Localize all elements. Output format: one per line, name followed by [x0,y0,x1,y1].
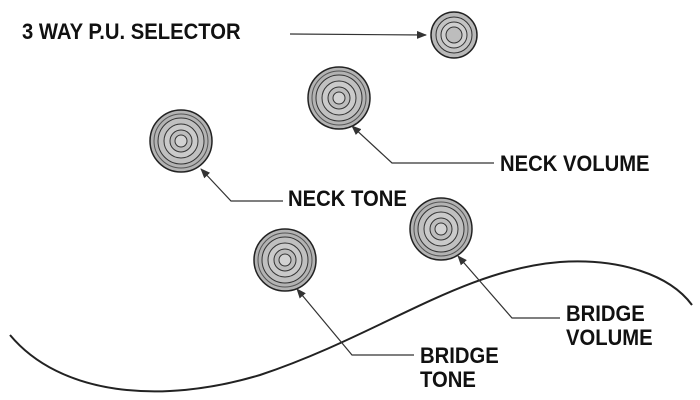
bridge-volume-leader-arrow [457,255,560,319]
bridge-tone-knob[interactable] [253,228,317,292]
neck-volume-leader-arrow [351,125,494,164]
neck-tone-knob[interactable] [149,109,213,173]
bridge-volume-label: BRIDGE VOLUME [566,302,653,350]
neck-volume-label: NECK VOLUME [500,152,650,176]
neck-tone-label-text: NECK TONE [288,186,407,211]
neck-tone-label: NECK TONE [288,187,407,211]
bridge-tone-label-line2: TONE [420,367,476,392]
selector-label-text: 3 WAY P.U. SELECTOR [22,19,241,44]
bridge-volume-knob[interactable] [409,197,473,261]
bridge-volume-label-line1: BRIDGE [566,301,645,326]
selector-label: 3 WAY P.U. SELECTOR [22,20,241,44]
neck-volume-knob[interactable] [307,66,371,130]
guitar-body-edge-curve [9,260,693,393]
selector-leader-arrow [289,30,427,39]
bridge-tone-label: BRIDGE TONE [420,344,499,392]
selector-knob[interactable] [430,11,478,59]
neck-volume-label-text: NECK VOLUME [500,151,650,176]
bridge-tone-label-line1: BRIDGE [420,343,499,368]
bridge-volume-label-line2: VOLUME [566,325,653,350]
neck-tone-leader-arrow [200,168,283,202]
bridge-tone-leader-arrow [296,288,414,356]
